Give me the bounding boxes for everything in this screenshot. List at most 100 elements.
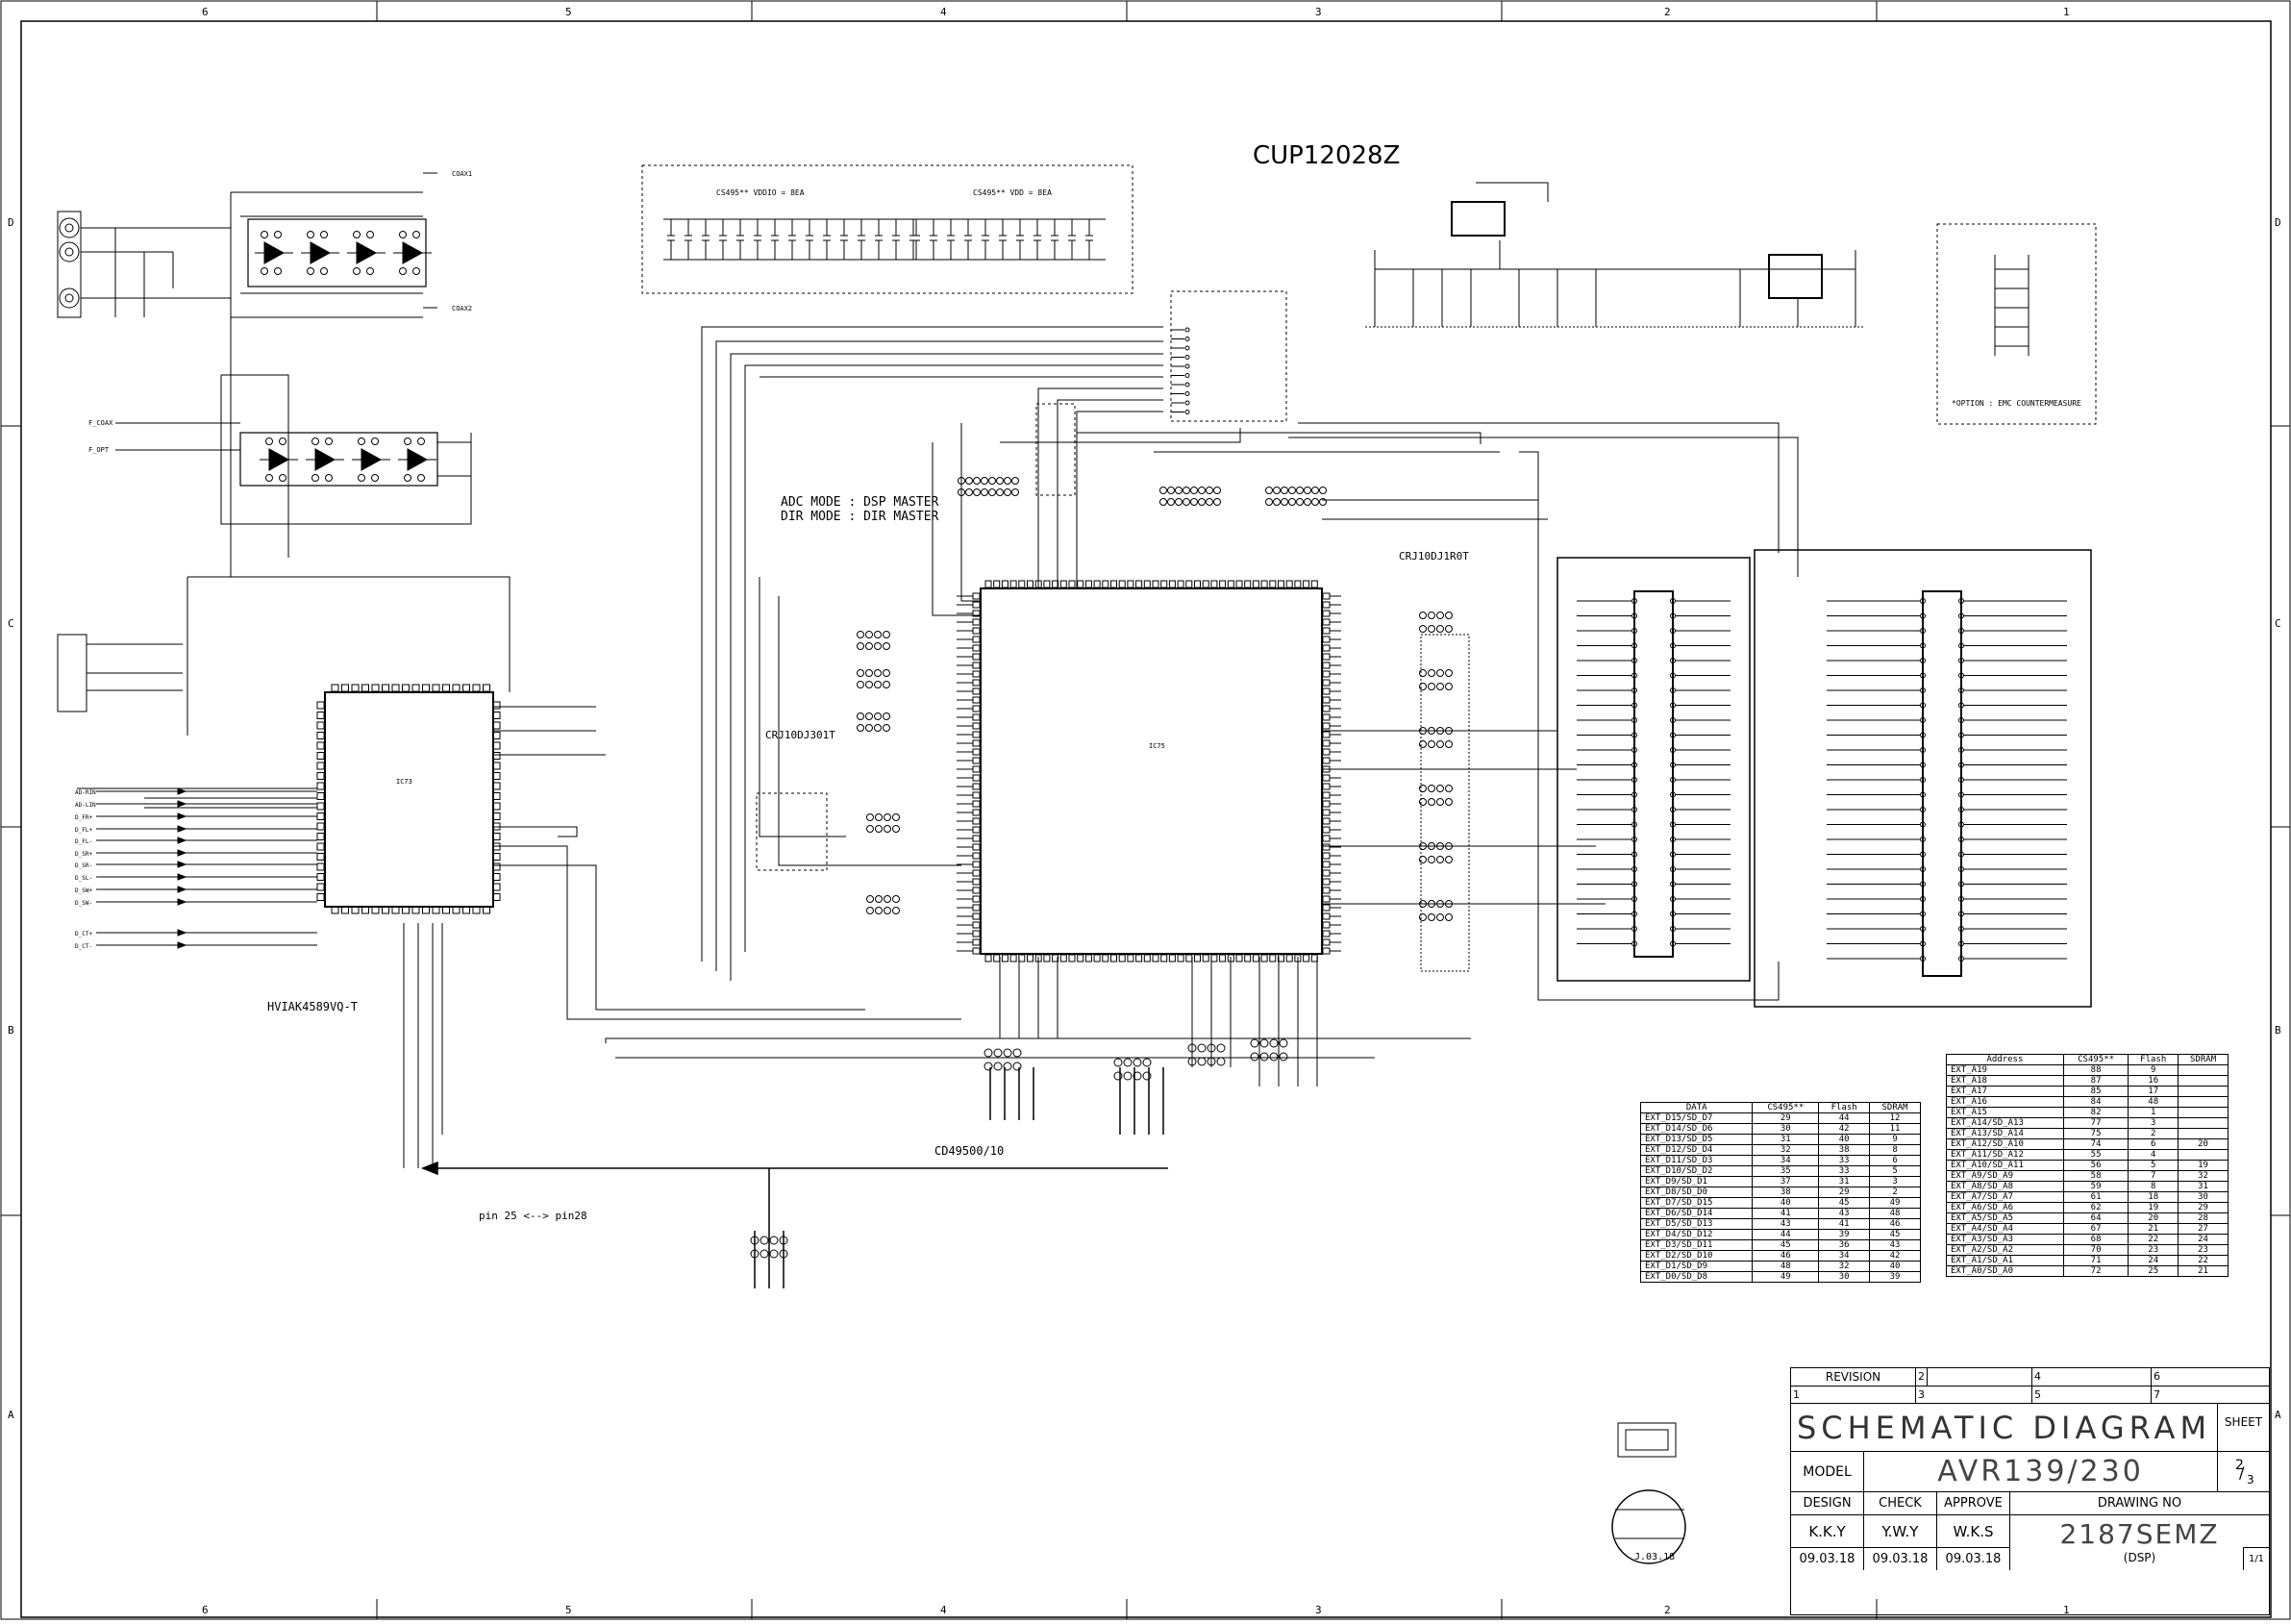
table-cell: 56 bbox=[2062, 1160, 2129, 1171]
table-cell: EXT_D8/SD_D0 bbox=[1639, 1187, 1754, 1198]
row-marker: D bbox=[2275, 216, 2281, 229]
table-cell: EXT_D0/SD_D8 bbox=[1639, 1271, 1754, 1283]
table-cell: 48 bbox=[1752, 1261, 1820, 1272]
table-cell bbox=[2178, 1096, 2229, 1108]
table-cell: 19 bbox=[2128, 1202, 2179, 1213]
revision-stamp-box bbox=[1617, 1422, 1677, 1458]
dsp-part-number: CD49500/10 bbox=[934, 1144, 1004, 1158]
table-header: Address bbox=[1946, 1054, 2064, 1065]
rev-2: 2 bbox=[1916, 1368, 1928, 1386]
table-cell: 28 bbox=[2178, 1212, 2229, 1224]
dir-mode-note: DIR MODE : DIR MASTER bbox=[781, 510, 939, 524]
table-cell: 62 bbox=[2062, 1202, 2129, 1213]
table-cell: 44 bbox=[1752, 1229, 1820, 1240]
table-cell: EXT_D9/SD_D1 bbox=[1639, 1176, 1754, 1187]
sheet-total: 3 bbox=[2247, 1473, 2254, 1487]
table-cell: 70 bbox=[2062, 1244, 2129, 1256]
table-cell: EXT_A19 bbox=[1946, 1064, 2064, 1076]
column-marker: 2 bbox=[1664, 1604, 1671, 1616]
table-cell: EXT_A11/SD_A12 bbox=[1946, 1149, 2064, 1161]
sheet-slash: / bbox=[2239, 1463, 2245, 1482]
table-cell: 36 bbox=[1818, 1239, 1871, 1251]
drawing-no-label: DRAWING NO bbox=[2010, 1491, 2269, 1514]
table-cell: 3 bbox=[2128, 1117, 2179, 1129]
pin-note: pin 25 <--> pin28 bbox=[479, 1210, 587, 1222]
table-cell: EXT_D14/SD_D6 bbox=[1639, 1123, 1754, 1135]
design-date: 09.03.18 bbox=[1791, 1547, 1864, 1570]
table-cell: 72 bbox=[2062, 1265, 2129, 1277]
table-cell: 34 bbox=[1818, 1250, 1871, 1262]
emc-caps bbox=[1994, 255, 2030, 356]
model-label: MODEL bbox=[1791, 1451, 1864, 1491]
table-cell: 46 bbox=[1752, 1250, 1820, 1262]
table-cell: 38 bbox=[1818, 1144, 1871, 1156]
table-header: SDRAM bbox=[1869, 1102, 1921, 1113]
table-cell: 21 bbox=[2128, 1223, 2179, 1235]
row-marker: C bbox=[2275, 617, 2281, 630]
table-cell: EXT_D10/SD_D2 bbox=[1639, 1165, 1754, 1177]
table-cell: 6 bbox=[2128, 1138, 2179, 1150]
table-cell: EXT_D1/SD_D9 bbox=[1639, 1261, 1754, 1272]
table-cell: 17 bbox=[2128, 1086, 2179, 1097]
drawing-number: 2187SEMZ bbox=[2010, 1514, 2269, 1570]
table-cell: 23 bbox=[2128, 1244, 2179, 1256]
table-cell: 55 bbox=[2062, 1149, 2129, 1161]
table-cell: EXT_A12/SD_A10 bbox=[1946, 1138, 2064, 1150]
table-cell: EXT_D12/SD_D4 bbox=[1639, 1144, 1754, 1156]
crj-sub-label: CRJ10DJ301T bbox=[765, 729, 835, 741]
codec-input-label: D_FL+ bbox=[75, 827, 92, 834]
row-marker: B bbox=[2275, 1024, 2281, 1037]
table-cell: 8 bbox=[1869, 1144, 1921, 1156]
table-cell: 44 bbox=[1818, 1112, 1871, 1124]
dsp-port-box bbox=[1170, 290, 1287, 422]
decoupling-box bbox=[641, 164, 1133, 294]
table-cell: 8 bbox=[2128, 1181, 2179, 1192]
check-name: Y.W.Y bbox=[1864, 1514, 1937, 1547]
table-cell: 4 bbox=[2128, 1149, 2179, 1161]
column-marker: 3 bbox=[1315, 1604, 1322, 1616]
table-cell: EXT_A2/SD_A2 bbox=[1946, 1244, 2064, 1256]
table-cell: 67 bbox=[2062, 1223, 2129, 1235]
approval-seal bbox=[1611, 1489, 1686, 1564]
codec-input-label: D_SW- bbox=[75, 900, 92, 907]
table-cell: 48 bbox=[1869, 1208, 1921, 1219]
table-cell: 49 bbox=[1869, 1197, 1921, 1209]
row-marker: C bbox=[8, 617, 14, 630]
table-cell: 45 bbox=[1869, 1229, 1921, 1240]
column-marker: 5 bbox=[565, 6, 572, 18]
fopt-label: F_OPT bbox=[88, 446, 110, 454]
flash-ic-body bbox=[1633, 590, 1674, 958]
table-cell: EXT_D7/SD_D15 bbox=[1639, 1197, 1754, 1209]
table-cell: 29 bbox=[2178, 1202, 2229, 1213]
fcoax-label: F_COAX bbox=[88, 419, 113, 427]
table-cell: 34 bbox=[1752, 1155, 1820, 1166]
table-cell: 85 bbox=[2062, 1086, 2129, 1097]
table-cell: 33 bbox=[1818, 1165, 1871, 1177]
table-cell: EXT_A10/SD_A11 bbox=[1946, 1160, 2064, 1171]
table-cell: EXT_D15/SD_D7 bbox=[1639, 1112, 1754, 1124]
rev-7: 7 bbox=[2152, 1386, 2269, 1403]
table-cell: 27 bbox=[2178, 1223, 2229, 1235]
table-cell bbox=[2178, 1117, 2229, 1129]
table-cell: 3 bbox=[1869, 1176, 1921, 1187]
table-cell: 43 bbox=[1869, 1239, 1921, 1251]
rev-1: 1 bbox=[1791, 1386, 1916, 1403]
table-cell: EXT_A0/SD_A0 bbox=[1946, 1265, 2064, 1277]
table-cell: 74 bbox=[2062, 1138, 2129, 1150]
table-cell: 5 bbox=[1869, 1165, 1921, 1177]
table-cell: EXT_A17 bbox=[1946, 1086, 2064, 1097]
table-cell: 40 bbox=[1752, 1197, 1820, 1209]
table-cell: 24 bbox=[2178, 1234, 2229, 1245]
codec-part-number: HVIAK4589VQ-T bbox=[267, 1000, 358, 1013]
